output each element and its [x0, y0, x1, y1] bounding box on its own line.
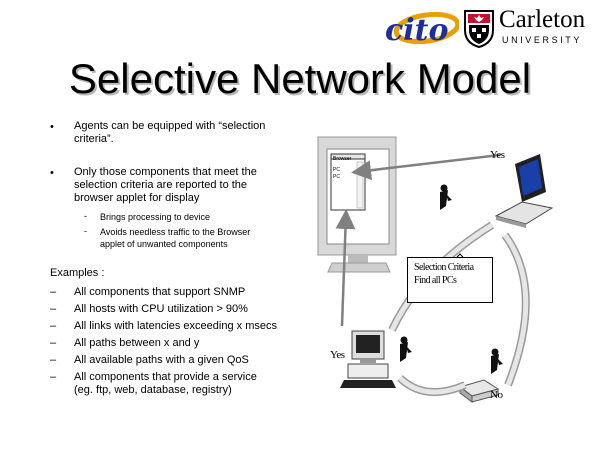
example-item-2: All hosts with CPU utilization > 90%: [74, 303, 248, 315]
example-item-5: All available paths with a given QoS: [74, 354, 249, 366]
example-marker: –: [50, 320, 57, 332]
selection-criteria-box: Selection Criteria Find all PCs: [407, 257, 493, 303]
laptop-icon: [494, 154, 554, 228]
criteria-line-2: Find all PCs: [414, 275, 457, 286]
result-arrow-pc: [335, 209, 356, 327]
example-item-6-continued: (eg. ftp, web, database, registry): [74, 384, 232, 396]
cito-logo-text: cito: [385, 13, 449, 46]
example-marker: –: [50, 371, 57, 383]
yes-label-pc: Yes: [330, 349, 345, 361]
carleton-crest: [464, 10, 494, 48]
browser-window-item: PC: [333, 167, 340, 173]
bullet-2-line-2: selection criteria are reported to the: [74, 179, 248, 191]
bullet-marker: •: [50, 121, 54, 133]
criteria-line-1: Selection Criteria: [414, 262, 474, 273]
university-subtitle: UNIVERSITY: [502, 35, 583, 45]
desktop-pc-icon: [340, 330, 396, 388]
bullet-marker: •: [50, 167, 54, 179]
example-item-1: All components that support SNMP: [74, 286, 246, 298]
no-label-printer: No: [490, 389, 503, 401]
result-arrow-laptop: [351, 153, 501, 181]
cito-logo: cito: [385, 11, 459, 46]
bullet-2-line-1: Only those components that meet the: [74, 166, 257, 178]
example-item-6: All components that provide a service: [74, 371, 257, 383]
sub-bullet-2-line-1: Avoids needless traffic to the Browser: [100, 227, 251, 237]
browser-window-item: PC: [333, 174, 340, 180]
university-name: Carleton: [499, 6, 586, 33]
sub-bullet-2-line-2: applet of unwanted components: [100, 239, 228, 249]
example-marker: –: [50, 286, 57, 298]
yes-label-laptop: Yes: [490, 149, 505, 161]
example-item-4: All paths between x and y: [74, 337, 200, 349]
bullet-2-line-3: browser applet for display: [74, 192, 200, 204]
sub-bullet-1: Brings processing to device: [100, 212, 211, 222]
printer-icon: [458, 379, 500, 403]
sub-bullet-marker: -: [84, 211, 87, 221]
bullet-1-line-2: criteria”.: [74, 133, 114, 145]
sub-bullet-marker: -: [84, 226, 87, 236]
example-item-3: All links with latencies exceeding x mse…: [74, 320, 277, 332]
slide-title: Selective Network Model: [68, 55, 532, 102]
example-marker: –: [50, 337, 57, 349]
agent-icons: [400, 184, 503, 374]
example-marker: –: [50, 303, 57, 315]
example-marker: –: [50, 354, 57, 366]
bullet-1-line-1: Agents can be equipped with “selection: [74, 120, 266, 132]
examples-heading: Examples :: [50, 267, 105, 279]
browser-window-title: Browser: [333, 156, 352, 162]
network-diagram: [317, 136, 554, 403]
